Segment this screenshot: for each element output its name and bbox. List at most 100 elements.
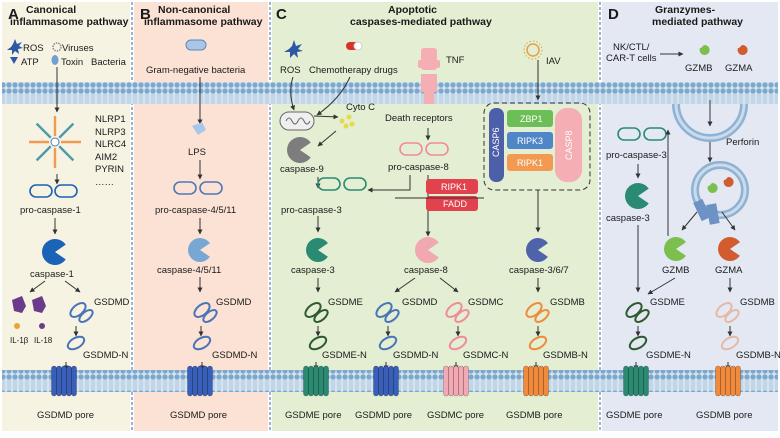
caspase-4-5-11-icon <box>187 238 210 262</box>
perforin-label: Perforin <box>726 137 759 148</box>
gsdmd-pore-icon-c <box>373 365 399 397</box>
pore-stave <box>56 365 62 397</box>
panoptosome-complex-box <box>483 102 591 191</box>
panel-b-title-line1: Non-canonical <box>158 4 230 16</box>
gsdmb-label-d: GSDMB <box>740 297 775 308</box>
gsdmd-n-label-c: GSDMD-N <box>393 350 439 361</box>
caspase-3-label-c: caspase-3 <box>291 265 335 276</box>
inflammasome-spoke <box>58 145 75 162</box>
chemotherapy-drugs-label: Chemotherapy drugs <box>309 65 398 76</box>
il-1b-label: IL-1β <box>10 336 29 345</box>
more-ellipsis-label: …… <box>95 177 114 188</box>
il-1b-cytokine-icon <box>12 296 26 329</box>
panel-b-background <box>134 2 268 431</box>
atp-label: ATP <box>21 57 39 68</box>
pro-caspase-3-icon-c <box>317 177 367 191</box>
nlrp1-label: NLRP1 <box>95 114 126 125</box>
pore-stave <box>373 365 379 397</box>
gsdme-pore-icon-d <box>623 365 649 397</box>
pro-caspase-4-5-11-label: pro-caspase-4/5/11 <box>155 205 236 216</box>
gsdmc-pore-label-c: GSDMC pore <box>427 410 484 421</box>
nlrc4-label: NLRC4 <box>95 139 126 150</box>
gsdmd-pore-label-a: GSDMD pore <box>37 410 94 421</box>
pore-stave <box>538 365 544 397</box>
nk-ctl-label-line2: CAR-T cells <box>606 53 657 64</box>
caspase-1-label: caspase-1 <box>30 269 74 280</box>
pore-stave <box>378 365 384 397</box>
pore-stave <box>393 365 399 397</box>
gzma-icon-d <box>717 236 740 262</box>
gsdme-n-icon-c <box>308 335 328 351</box>
panel-d-background <box>602 2 778 431</box>
caspase-3-6-7-label: caspase-3/6/7 <box>509 265 569 276</box>
pro-caspase-1-label: pro-caspase-1 <box>20 205 81 216</box>
pore-stave <box>448 365 454 397</box>
gasdermin-c-domain <box>634 309 650 323</box>
panel-a-background <box>2 2 130 431</box>
tnf-ligand-icon <box>418 48 440 70</box>
cell-membrane-top <box>2 82 778 104</box>
gsdmd-pore-icon-b <box>187 365 213 397</box>
pore-stave <box>202 365 208 397</box>
gsdmb-n-label-d: GSDMB-N <box>736 350 780 361</box>
pore-stave <box>51 365 57 397</box>
gsdmb-full-length-icon-d <box>715 302 740 323</box>
ros-label: ROS <box>23 43 44 54</box>
pore-stave <box>187 365 193 397</box>
panel-d-title-line1: Granzymes- <box>655 4 716 16</box>
ripk1-label-n: RIPK1 <box>517 158 543 168</box>
gsdmd-n-icon-a <box>66 335 86 351</box>
gasdermin-c-domain <box>454 309 470 323</box>
gsdmd-label-c: GSDMD <box>402 297 438 308</box>
gzma-icon-top <box>737 44 748 55</box>
inflammasome-spoke <box>35 145 52 162</box>
pro-caspase-8-label: pro-caspase-8 <box>388 162 449 173</box>
gsdmd-n-label-b: GSDMD-N <box>212 350 258 361</box>
gsdmd-pore-label-b: GSDMD pore <box>170 410 227 421</box>
mitochondrion-icon <box>279 111 315 131</box>
casp8-bar <box>555 108 582 182</box>
pore-stave <box>730 365 736 397</box>
panel-c-letter: C <box>276 6 287 23</box>
gzmb-label-d: GZMB <box>662 265 689 276</box>
gzma-label-top: GZMA <box>725 63 753 74</box>
gsdmc-n-icon-c <box>448 335 468 351</box>
pro-caspase-8-icon <box>399 142 449 156</box>
bacteria-label: Bacteria <box>91 57 127 68</box>
caspase-8-icon <box>414 237 439 264</box>
ripk1-fadd-complex <box>426 179 478 211</box>
gasdermin-c-domain <box>78 309 94 323</box>
gsdmb-n-icon-c <box>528 335 548 351</box>
caspase-3-6-7-icon <box>526 238 548 262</box>
ros-icon <box>7 39 23 55</box>
inflammasome-spoke <box>35 122 52 139</box>
panel-b-title-line2: inflammasome pathway <box>144 16 263 28</box>
pore-stave <box>628 365 634 397</box>
gsdmd-full-length-icon-c <box>375 302 400 323</box>
gsdme-full-length-icon-d <box>625 302 650 323</box>
ros-label-c: ROS <box>280 65 301 76</box>
nk-ctl-label-line1: NK/CTL/ <box>613 42 650 53</box>
gsdme-n-label-c: GSDME-N <box>322 350 367 361</box>
gsdmc-label-c: GSDMC <box>468 297 504 308</box>
gsdmb-pore-label-d: GSDMB pore <box>696 410 753 421</box>
pore-stave <box>192 365 198 397</box>
panel-a-letter: A <box>8 6 19 23</box>
gasdermin-c-domain <box>313 309 329 323</box>
pore-stave <box>735 365 741 397</box>
ripk1-bar <box>507 154 553 171</box>
pore-stave <box>523 365 529 397</box>
pore-stave <box>543 365 549 397</box>
gsdme-label-d: GSDME <box>650 297 685 308</box>
gasdermin-c-domain <box>534 309 550 323</box>
pore-stave <box>61 365 67 397</box>
caspase-9-icon <box>287 137 311 164</box>
caspase-1-icon <box>42 239 66 265</box>
pore-stave <box>623 365 629 397</box>
pore-stave <box>715 365 721 397</box>
pro-caspase-3-label-d: pro-caspase-3 <box>606 150 667 161</box>
cytochrome-c-icon <box>339 114 355 129</box>
gsdmb-n-label-c: GSDMB-N <box>543 350 588 361</box>
iav-label: IAV <box>546 56 561 67</box>
pore-stave <box>638 365 644 397</box>
